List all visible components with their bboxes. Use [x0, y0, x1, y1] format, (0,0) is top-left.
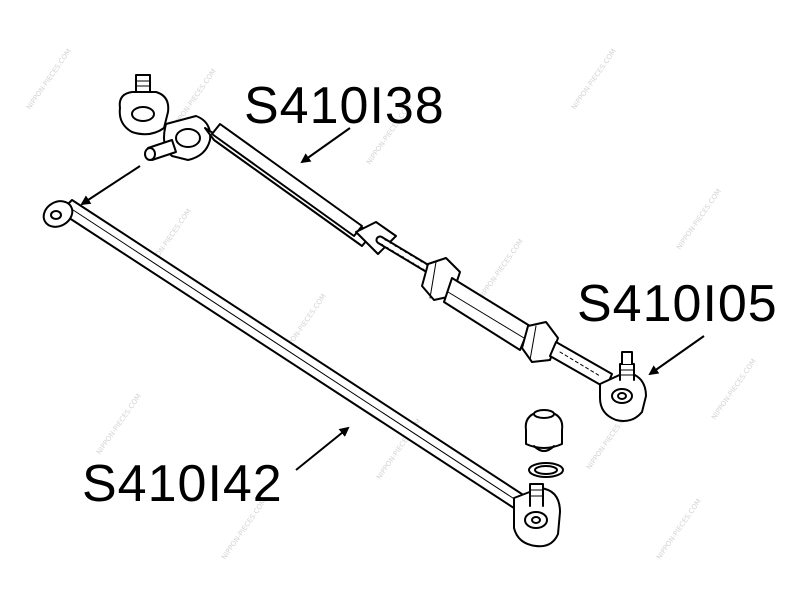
leader-arrow-top [300, 127, 351, 164]
leader-arrow-upper-left [80, 165, 141, 206]
watermark-12: NIPPON-PIECES.COM [710, 357, 758, 421]
dust-boot-ring [528, 462, 564, 478]
tie-rod-assembly [118, 74, 613, 389]
leader-arrow-bottom [295, 426, 350, 471]
leader-arrow-right [648, 335, 705, 376]
dust-boot [524, 409, 564, 452]
watermark-1: NIPPON-PIECES.COM [25, 47, 73, 111]
part-number-drag-link: S410I42 [82, 455, 283, 513]
drag-link-rod [42, 199, 561, 548]
part-number-tie-rod: S410I38 [244, 77, 445, 135]
leader-arrows [80, 127, 705, 471]
watermark-14: NIPPON-PIECES.COM [655, 497, 703, 561]
watermark-4: NIPPON-PIECES.COM [570, 47, 618, 111]
tie-rod-end [599, 351, 647, 422]
watermark-7: NIPPON-PIECES.COM [477, 237, 525, 301]
watermark-8: NIPPON-PIECES.COM [675, 187, 723, 251]
watermark-9: NIPPON-PIECES.COM [95, 392, 143, 456]
part-number-tie-rod-end: S410I05 [577, 275, 778, 333]
